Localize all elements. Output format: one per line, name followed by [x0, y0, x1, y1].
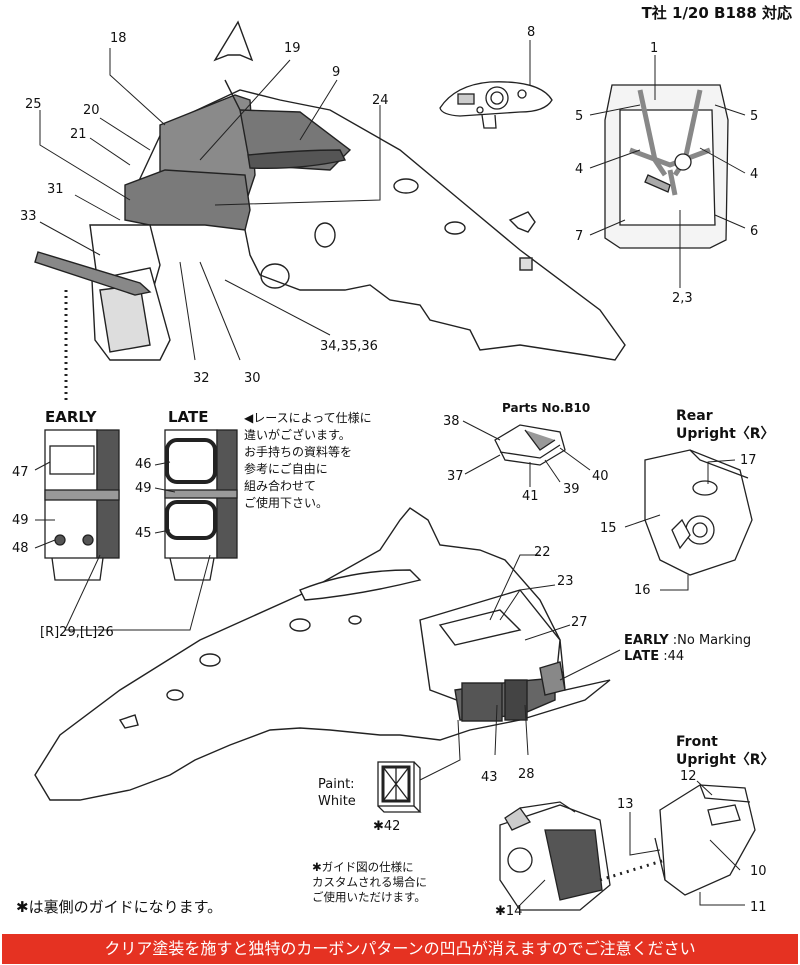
- late-label: LATE: [624, 649, 660, 664]
- front-upright-title-1: Front: [676, 734, 718, 750]
- seat-callout-2-3: 2,3: [672, 291, 693, 306]
- note-line-6: ご使用下さい。: [244, 496, 329, 510]
- paint-label-1: Paint:: [318, 777, 355, 792]
- note-line-1: レースによって仕様に: [253, 411, 372, 425]
- note-line-4: 参考にご自由に: [244, 462, 328, 476]
- lower-leaders: [419, 554, 621, 781]
- callout-30: 30: [244, 371, 261, 386]
- guide-note-line-2: カスタムされる場合に: [312, 875, 427, 889]
- early-callout-49: 49: [12, 513, 29, 528]
- note-line-2: 違いがございます。: [244, 428, 351, 442]
- early-late-marking: EARLY :No Marking LATE :44: [624, 633, 751, 665]
- b10-callout-40: 40: [592, 469, 609, 484]
- seat-leaders: [589, 55, 746, 288]
- front-callout-10: 10: [750, 864, 767, 879]
- rear-callout-17: 17: [740, 453, 757, 468]
- callout-19: 19: [284, 41, 301, 56]
- header-title: T社 1/20 B188 対応: [641, 4, 792, 22]
- parts-b10-title: Parts No.B10: [502, 401, 590, 415]
- rear-upright-title-1: Rear: [676, 408, 713, 424]
- seat-callout-5-left: 5: [575, 109, 583, 124]
- front-callout-11: 11: [750, 900, 767, 915]
- front-callout-13: 13: [617, 797, 634, 812]
- shared-callout-29-26: [R]29,[L]26: [40, 625, 114, 640]
- warning-banner: クリア塗装を施すと独特のカーボンパターンの凹凸が消えますのでご注意ください: [2, 934, 798, 964]
- seat-callout-4-right: 4: [750, 167, 758, 182]
- callout-21: 21: [70, 127, 87, 142]
- top-leaders: [39, 40, 531, 361]
- paint-decal-42: Paint: White ✱42: [318, 761, 422, 834]
- seat-callout-5-right: 5: [750, 109, 758, 124]
- seat-callout-1: 1: [650, 41, 658, 56]
- rear-callout-15: 15: [600, 521, 617, 536]
- late-callout-49: 49: [135, 481, 152, 496]
- upper-body-drawing: [34, 20, 626, 400]
- paint-part-42: ✱42: [373, 819, 400, 834]
- guide-note-line-3: ご使用いただけます。: [312, 890, 426, 904]
- lower-callout-22: 22: [534, 545, 551, 560]
- note-marker: ◀: [244, 411, 254, 425]
- variant-note: ◀レースによって仕様に 違いがございます。 お手持ちの資料等を 参考にご自由に …: [244, 410, 414, 512]
- callout-31: 31: [47, 182, 64, 197]
- seat-callouts: 1 5 5 4 4 7 6 2,3: [575, 41, 758, 306]
- lower-callouts: 22 23 27 43 28: [481, 545, 588, 785]
- parts-b10: Parts No.B10 38 37 41 39 40: [443, 401, 609, 504]
- rear-upright-title-2: Upright〈R〉: [676, 426, 775, 442]
- front-upright-title-2: Upright〈R〉: [676, 752, 775, 768]
- callout-34-35-36: 34,35,36: [320, 339, 378, 354]
- callout-20: 20: [83, 103, 100, 118]
- seat-callout-7: 7: [575, 229, 583, 244]
- early-callout-48: 48: [12, 541, 29, 556]
- b10-callout-38: 38: [443, 414, 460, 429]
- seat-drawing: [604, 84, 729, 249]
- seat-callout-4-left: 4: [575, 162, 583, 177]
- early-title: EARLY: [45, 408, 98, 426]
- late-callout-45: 45: [135, 526, 152, 541]
- dash-panel-drawing: [439, 81, 553, 129]
- note-line-5: 組み合わせて: [244, 479, 317, 493]
- top-callouts: 18 19 9 24 25 20 21 31 33 32 30 34,35,36…: [20, 25, 535, 386]
- b10-callout-41: 41: [522, 489, 539, 504]
- seat-callout-6: 6: [750, 224, 758, 239]
- callout-9: 9: [332, 65, 340, 80]
- callout-24: 24: [372, 93, 389, 108]
- guide-note-line-1: ✱ガイド図の仕様に: [312, 860, 414, 874]
- lower-callout-28: 28: [518, 767, 535, 782]
- callout-18: 18: [110, 31, 127, 46]
- late-callout-46: 46: [135, 457, 152, 472]
- lower-body-drawing: [34, 507, 611, 801]
- paint-label-2: White: [318, 794, 356, 809]
- sidepod-variants: EARLY LATE 4: [12, 408, 238, 640]
- callout-33: 33: [20, 209, 37, 224]
- early-callout-47: 47: [12, 465, 29, 480]
- callout-8: 8: [527, 25, 535, 40]
- late-text: :44: [663, 649, 685, 664]
- b10-callout-39: 39: [563, 482, 580, 497]
- front-upright: Front Upright〈R〉 12 13 10 11 ✱14: [495, 734, 775, 919]
- lower-callout-43: 43: [481, 770, 498, 785]
- lower-callout-23: 23: [557, 574, 574, 589]
- front-callout-14: ✱14: [495, 904, 522, 919]
- rear-callout-16: 16: [634, 583, 651, 598]
- note-line-3: お手持ちの資料等を: [244, 445, 353, 459]
- late-title: LATE: [168, 408, 208, 426]
- early-text: :No Marking: [672, 633, 752, 648]
- footer-note: ✱は裏側のガイドになります。: [16, 898, 223, 916]
- callout-32: 32: [193, 371, 210, 386]
- b10-callout-37: 37: [447, 469, 464, 484]
- rear-upright: Rear Upright〈R〉 17 15 16: [600, 408, 775, 598]
- lower-callout-27: 27: [571, 615, 588, 630]
- callout-25: 25: [25, 97, 42, 112]
- early-label: EARLY: [624, 633, 669, 648]
- guide-note: ✱ガイド図の仕様に カスタムされる場合に ご使用いただけます。: [312, 860, 427, 905]
- front-callout-12: 12: [680, 769, 697, 784]
